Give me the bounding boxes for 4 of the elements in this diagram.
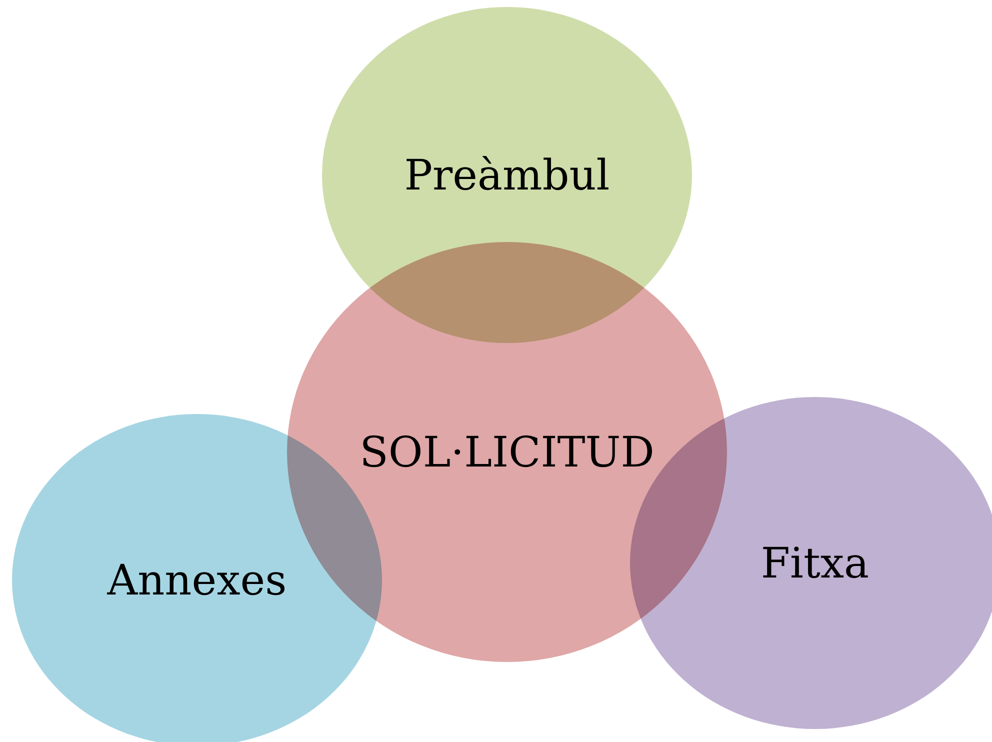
- bubble-label: Fitxa: [760, 538, 870, 588]
- bubble-label: SOL·LICITUD: [360, 428, 654, 476]
- bubble-label: Preàmbul: [404, 150, 610, 200]
- bubble-label: Annexes: [107, 556, 287, 604]
